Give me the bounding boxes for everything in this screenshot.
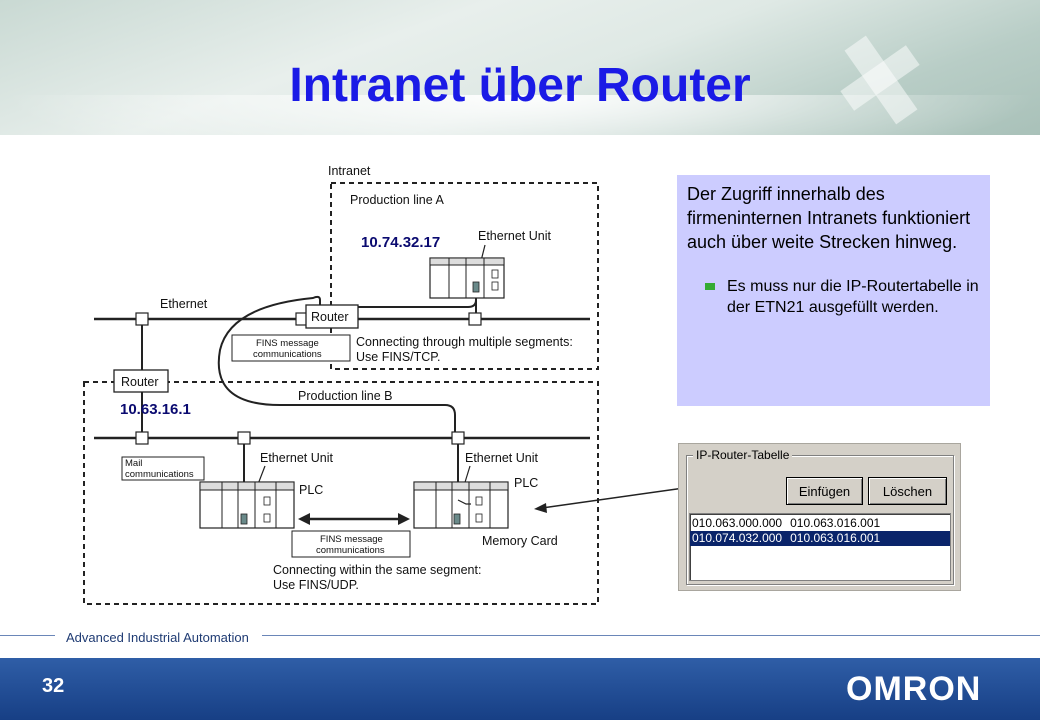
ethernet-unit-a-label: Ethernet Unit (478, 229, 551, 243)
footer-line-left (0, 635, 55, 636)
intranet-boundary (330, 182, 599, 370)
bullet-square-icon (705, 283, 715, 290)
production-line-b-boundary (83, 381, 599, 605)
fins-message-bottom-box (291, 530, 411, 558)
udp-note-line1: Connecting within the same segment: (273, 563, 481, 577)
info-bullet: Es muss nur die IP-Routertabelle in der … (687, 276, 980, 318)
router-table-list[interactable]: 010.063.000.000 010.063.016.001 010.074.… (689, 513, 951, 581)
table-cell-network: 010.063.000.000 (692, 516, 783, 530)
router-left-box (113, 369, 169, 393)
mail-communications-box (121, 456, 205, 481)
page-number: 32 (42, 675, 65, 697)
footer-bar (0, 658, 1040, 720)
ip-label-a: 10.74.32.17 (361, 234, 440, 251)
omron-logo: OMRON (846, 670, 982, 708)
router-left-label: Router (121, 375, 159, 389)
mail-line2: communications (125, 469, 194, 480)
delete-button[interactable]: Löschen (868, 477, 947, 505)
mail-line1: Mail (125, 458, 142, 469)
info-bullet-text: Es muss nur die IP-Routertabelle in der … (727, 278, 979, 316)
node-top-left (135, 312, 149, 326)
ip-label-b: 10.63.16.1 (120, 401, 191, 418)
slide-title: Intranet über Router (289, 59, 751, 112)
ip-router-table-group (686, 455, 954, 585)
production-line-a-label: Production line A (350, 193, 444, 207)
plc-rack-2 (413, 481, 509, 529)
table-cell-router: 010.063.016.001 (790, 531, 881, 545)
node-bottom-mid (237, 431, 251, 445)
table-row[interactable]: 010.063.000.000 010.063.016.001 (690, 516, 950, 531)
ethernet-unit-b2-label: Ethernet Unit (465, 451, 538, 465)
intranet-label: Intranet (328, 164, 371, 178)
fins-message-top-line1: FINS message (256, 338, 319, 349)
plc-rack-1 (199, 481, 295, 529)
node-bottom-left (135, 431, 149, 445)
pointer-arrow (534, 487, 685, 513)
router-top-label: Router (311, 310, 349, 324)
network-diagram: Intranet Production line A Production li… (80, 160, 602, 608)
ip-router-table-label: IP-Router-Tabelle (693, 448, 793, 462)
tcp-note-line2: Use FINS/TCP. (356, 350, 441, 364)
footer-text: Advanced Industrial Automation (66, 630, 249, 645)
ethernet-unit-b1-label: Ethernet Unit (260, 451, 333, 465)
udp-note-line2: Use FINS/UDP. (273, 578, 359, 592)
plc-2-label: PLC (514, 476, 538, 490)
plc-1-label: PLC (299, 483, 323, 497)
memory-card-label: Memory Card (482, 534, 558, 548)
fins-message-bottom-line1: FINS message (320, 534, 383, 545)
info-paragraph: Der Zugriff innerhalb des firmeninternen… (687, 184, 971, 252)
production-line-b-label: Production line B (298, 389, 393, 403)
table-cell-network: 010.074.032.000 (692, 531, 783, 545)
fins-message-bottom-line2: communications (316, 545, 385, 556)
router-top-box (305, 304, 359, 329)
plc-rack-a (429, 257, 505, 299)
plc-link-arrowhead-right (398, 513, 410, 525)
node-bottom-right (451, 431, 465, 445)
ethernet-label: Ethernet (160, 297, 208, 311)
tcp-note-line1: Connecting through multiple segments: (356, 335, 573, 349)
table-row-selected[interactable]: 010.074.032.000 010.063.016.001 (690, 531, 950, 546)
fins-message-top-line2: communications (253, 349, 322, 360)
node-top-right (468, 312, 482, 326)
info-box: Der Zugriff innerhalb des firmeninternen… (677, 175, 990, 406)
footer-line-right (262, 635, 1040, 636)
routing-path (217, 295, 477, 432)
table-cell-router: 010.063.016.001 (790, 516, 881, 530)
add-button[interactable]: Einfügen (786, 477, 863, 505)
fins-message-top-box (231, 334, 351, 362)
plc-link-arrowhead-left (298, 513, 310, 525)
